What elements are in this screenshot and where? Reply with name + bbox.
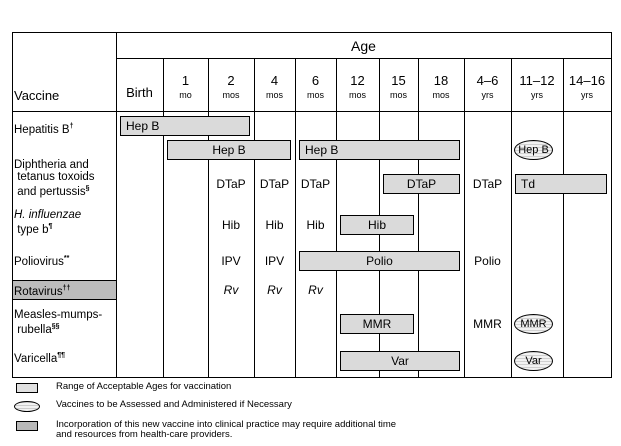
column-divider	[163, 58, 164, 377]
table-border-bottom	[12, 377, 612, 378]
age-column-header: 15 mos	[379, 73, 418, 101]
table-border-left	[12, 32, 13, 377]
age-column-header: 4–6 yrs	[464, 73, 511, 101]
age-unit: mos	[389, 90, 407, 100]
dose-label: DTaP	[259, 177, 290, 191]
age-value: 15	[391, 73, 406, 88]
column-divider	[208, 58, 209, 377]
age-value: 1	[181, 73, 190, 88]
footnote-marker: §§	[51, 323, 60, 330]
legend-text-range: Range of Acceptable Ages for vaccination	[56, 381, 232, 392]
dose-label: IPV	[264, 254, 285, 268]
dose-label: Rv	[267, 283, 282, 297]
vaccine-label: Poliovirus**	[14, 255, 70, 268]
footnote-marker: †	[69, 123, 74, 130]
dose-label: Hib	[306, 218, 325, 232]
column-divider	[464, 58, 465, 377]
vaccine-header: Vaccine	[14, 88, 60, 103]
acceptable-age-range-bar: Polio	[299, 251, 460, 271]
age-column-header: 14–16 yrs	[563, 73, 611, 101]
age-unit: mos	[432, 90, 450, 100]
acceptable-age-range-bar: DTaP	[383, 174, 460, 194]
age-value: 4–6	[476, 73, 499, 88]
dose-label: Rv	[308, 283, 323, 297]
acceptable-age-range-bar: Hep B	[299, 140, 460, 160]
table-border-right	[611, 32, 612, 377]
dose-label: IPV	[221, 254, 241, 268]
assess-if-necessary-oval: MMR	[514, 314, 553, 334]
vaccine-label: Measles-mumps- rubella§§	[14, 309, 103, 336]
age-value: 6	[311, 73, 320, 88]
column-divider	[254, 58, 255, 377]
age-unit: mo	[179, 90, 192, 100]
vaccine-label: Rotavirus††	[14, 285, 71, 298]
legend-swatch-assess	[14, 401, 40, 412]
footnote-marker: ††	[62, 285, 71, 292]
age-unit: mos	[222, 90, 240, 100]
dose-label: DTaP	[472, 177, 503, 191]
age-value: 11–12	[519, 73, 555, 88]
assess-if-necessary-oval: Var	[514, 351, 553, 371]
column-divider	[336, 58, 337, 377]
age-unit: yrs	[581, 90, 593, 100]
column-divider	[418, 58, 419, 377]
rotavirus-highlight-cell	[12, 280, 116, 300]
legend-text-new: Incorporation of this new vaccine into c…	[56, 419, 397, 440]
age-column-header: 6 mos	[295, 73, 336, 101]
acceptable-age-range-bar: MMR	[340, 314, 414, 334]
vaccine-label: Hepatitis B†	[14, 123, 74, 136]
age-column-header: Birth	[116, 85, 163, 101]
age-value: 14–16	[568, 73, 606, 88]
age-column-header: 1 mo	[163, 73, 208, 101]
age-unit: yrs	[481, 90, 494, 100]
age-value: 12	[350, 73, 365, 88]
column-divider	[295, 58, 296, 377]
footnote-marker: ¶¶	[57, 352, 66, 359]
dose-label: DTaP	[300, 177, 331, 191]
column-divider	[511, 58, 512, 377]
age-column-header: 12 mos	[336, 73, 379, 101]
age-column-header: 4 mos	[254, 73, 295, 101]
column-divider	[563, 58, 564, 377]
age-unit: mos	[348, 90, 366, 100]
footnote-marker: **	[63, 255, 70, 262]
header-bottom-line	[12, 111, 611, 112]
acceptable-age-range-bar: Td	[515, 174, 607, 194]
age-unit: mos	[306, 90, 324, 100]
acceptable-age-range-bar: Hep B	[120, 116, 250, 136]
age-header: Age	[351, 38, 376, 54]
vaccine-label: Diphtheria and tetanus toxoids and pertu…	[14, 159, 95, 198]
legend-text-assess: Vaccines to be Assessed and Administered…	[56, 399, 292, 410]
footnote-marker: ¶	[48, 223, 53, 230]
age-column-header: 18 mos	[418, 73, 464, 101]
age-column-header: 2 mos	[208, 73, 254, 101]
dose-label: Rv	[223, 283, 239, 297]
age-value: 18	[433, 73, 449, 88]
age-column-header: 11–12 yrs	[511, 73, 563, 101]
legend-swatch-new	[16, 421, 38, 431]
dose-label: DTaP	[216, 177, 246, 191]
legend-swatch-range	[16, 383, 38, 393]
vaccine-label: Varicella¶¶	[14, 352, 66, 365]
acceptable-age-range-bar: Var	[340, 351, 460, 371]
dose-label: MMR	[473, 317, 502, 331]
age-value: 4	[270, 73, 279, 88]
table-border-top	[12, 32, 612, 33]
dose-label: Hib	[221, 218, 240, 232]
vaccine-column-divider	[116, 32, 117, 377]
age-value: 2	[227, 73, 235, 88]
dose-label: Polio	[474, 254, 501, 268]
dose-label: Hib	[265, 218, 284, 232]
assess-if-necessary-oval: Hep B	[514, 140, 553, 160]
age-value: Birth	[126, 85, 153, 100]
acceptable-age-range-bar: Hep B	[167, 140, 291, 160]
footnote-marker: §	[85, 185, 90, 192]
age-unit: mos	[265, 90, 283, 100]
age-unit: yrs	[531, 90, 543, 100]
acceptable-age-range-bar: Hib	[340, 215, 414, 235]
age-header-divider	[116, 58, 611, 59]
vaccine-label: H. influenzae type b¶	[14, 209, 82, 236]
